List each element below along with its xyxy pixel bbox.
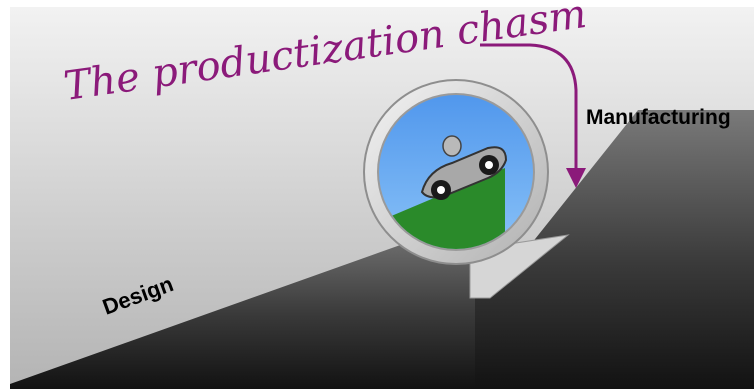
- manufacturing-label: Manufacturing: [586, 106, 731, 129]
